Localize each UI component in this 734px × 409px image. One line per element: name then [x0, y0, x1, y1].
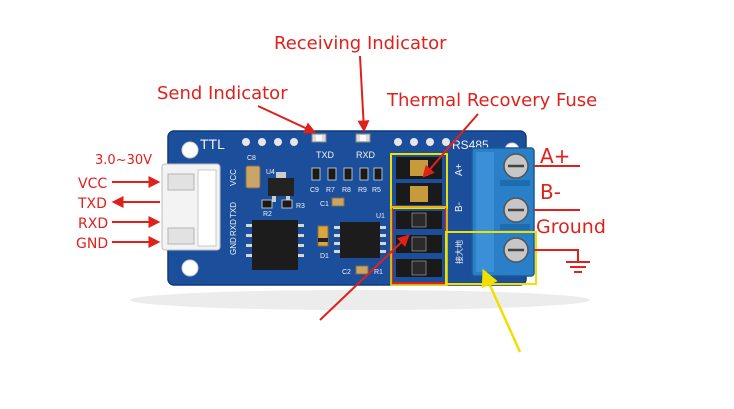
label-txd: TXD [77, 196, 107, 212]
ground-symbol-icon [534, 249, 590, 273]
silk-r7: R7 [326, 187, 335, 194]
silk-b-minus: B- [454, 202, 465, 212]
label-a-plus: A+ [540, 144, 570, 168]
diode-d1 [317, 225, 329, 247]
capacitor-c2 [355, 265, 369, 275]
mount-hole-top-left [181, 141, 199, 159]
board-shadow [130, 290, 590, 310]
capacitor-c8 [245, 165, 261, 189]
header-label-vcc: VCC [229, 169, 238, 186]
silk-r9: R9 [358, 187, 367, 194]
rxd-led [355, 133, 371, 143]
header-label-rxd: RXD [229, 219, 238, 236]
label-b-minus: B- [540, 180, 561, 204]
silk-c1: C1 [320, 201, 329, 208]
label-send-indicator: Send Indicator [157, 83, 288, 104]
silk-earth: 接大地 [454, 240, 464, 264]
arrow-receiving [357, 55, 370, 133]
resistor-r2 [261, 199, 273, 209]
silk-txd-led: TXD [316, 150, 335, 160]
silk-r3: R3 [296, 203, 305, 210]
label-vcc: VCC [78, 176, 107, 192]
arrow-fuse [422, 113, 479, 178]
silk-c9: C9 [310, 187, 319, 194]
label-thermal-fuse: Thermal Recovery Fuse [386, 90, 597, 111]
capacitor-c1 [331, 197, 345, 207]
silk-d1: D1 [320, 253, 329, 260]
silk-c2: C2 [342, 269, 351, 276]
arrow-ground-yellow [481, 268, 522, 353]
thermal-fuses [396, 157, 442, 277]
header-label-txd: TXD [229, 202, 238, 218]
label-gnd: GND [76, 236, 108, 252]
resistor-r3 [281, 199, 293, 209]
silk-r8: R8 [342, 187, 351, 194]
top-pads [242, 138, 450, 146]
mount-hole-bottom-left [181, 259, 199, 277]
resistor-row [311, 167, 383, 181]
ic-chip-u1 [334, 222, 386, 258]
label-receiving-indicator: Receiving Indicator [274, 33, 447, 54]
label-ground: Ground [536, 216, 606, 238]
arrow-tvs [319, 234, 410, 321]
silk-r5: R5 [372, 187, 381, 194]
regulator-u4 [268, 172, 294, 202]
ic-chip-left [246, 220, 304, 270]
header-label-gnd: GND [229, 237, 238, 255]
silk-rxd-led: RXD [356, 150, 376, 160]
silk-ttl: TTL [200, 136, 225, 152]
label-voltage-range: 3.0~30V [95, 153, 152, 168]
silk-u1: U1 [376, 213, 385, 220]
label-rxd: RXD [78, 216, 108, 232]
txd-led [311, 133, 327, 143]
silk-r2: R2 [263, 211, 272, 218]
screw-terminal-block [471, 147, 535, 277]
silk-c8: C8 [247, 155, 256, 162]
silk-r1: R1 [374, 269, 383, 276]
ttl-header-connector [161, 163, 221, 251]
arrow-send [257, 105, 317, 134]
silk-a-plus: A+ [454, 163, 465, 176]
silk-u4: U4 [266, 169, 275, 176]
